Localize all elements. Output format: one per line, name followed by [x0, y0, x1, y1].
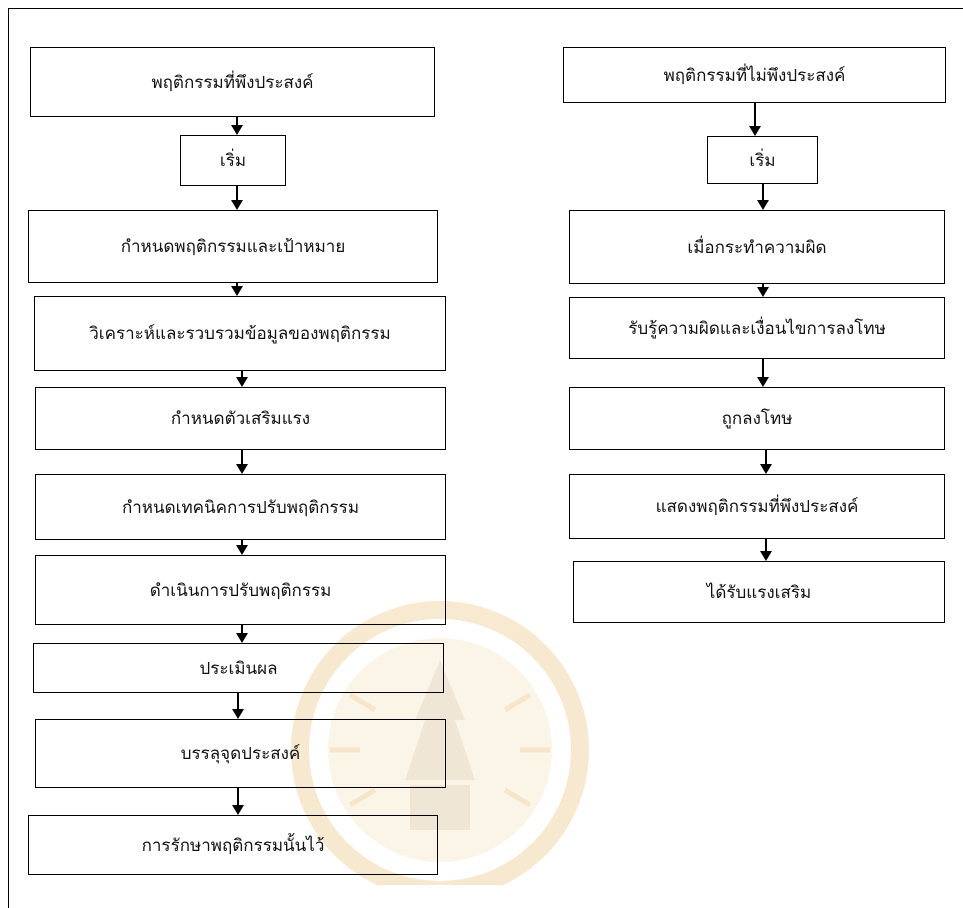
left-step-evaluation: ประเมินผล [33, 643, 444, 693]
flow-arrow [760, 450, 772, 474]
flow-arrow [236, 540, 248, 555]
right-step-show-desired-behavior: แสดงพฤติกรรมที่พึงประสงค์ [569, 474, 945, 539]
step-label: ถูกลงโทษ [721, 409, 793, 429]
left-step-maintain-behavior: การรักษาพฤติกรรมนั้นไว้ [28, 815, 438, 875]
step-label: รับรู้ความผิดและเงื่อนไขการลงโทษ [628, 318, 886, 339]
flow-arrow [236, 450, 248, 474]
flow-arrow [757, 284, 769, 297]
flow-arrow [760, 539, 772, 561]
step-label: พฤติกรรมที่พึงประสงค์ [151, 72, 314, 93]
flow-arrow [757, 184, 769, 210]
flow-arrow [231, 117, 243, 135]
step-label: แสดงพฤติกรรมที่พึงประสงค์ [655, 497, 859, 517]
flow-arrow [757, 359, 769, 387]
left-step-define-technique: กำหนดเทคนิคการปรับพฤติกรรม [35, 474, 446, 540]
step-label: เริ่ม [219, 151, 247, 171]
step-label: กำหนดตัวเสริมแรง [170, 409, 311, 429]
right-step-start: เริ่ม [707, 136, 818, 184]
step-label: เริ่ม [749, 150, 776, 171]
left-step-define-behavior-goal: กำหนดพฤติกรรมและเป้าหมาย [28, 210, 438, 283]
step-label: เมื่อกระทำความผิด [687, 237, 827, 258]
flow-arrow [236, 371, 248, 387]
flow-arrow [232, 693, 244, 719]
right-step-punished: ถูกลงโทษ [569, 387, 945, 450]
right-step-receive-reinforcement: ได้รับแรงเสริม [573, 561, 945, 623]
flow-arrow [231, 186, 243, 210]
left-step-analyze-collect-data: วิเคราะห์และรวบรวมข้อมูลของพฤติกรรม [34, 296, 446, 371]
step-label: พฤติกรรมที่ไม่พึงประสงค์ [663, 65, 846, 86]
right-step-recognize-punishment-conditions: รับรู้ความผิดและเงื่อนไขการลงโทษ [569, 297, 945, 359]
right-step-undesired-behavior: พฤติกรรมที่ไม่พึงประสงค์ [563, 47, 946, 103]
flow-arrow [749, 103, 761, 136]
step-label: วิเคราะห์และรวบรวมข้อมูลของพฤติกรรม [89, 324, 391, 344]
flow-arrow [231, 283, 243, 296]
step-label: บรรลุจุดประสงค์ [180, 744, 301, 764]
step-label: ประเมินผล [199, 658, 278, 679]
seal-watermark [291, 601, 589, 885]
step-label: กำหนดพฤติกรรมและเป้าหมาย [120, 237, 346, 257]
left-step-start: เริ่ม [180, 135, 286, 186]
left-step-define-reinforcer: กำหนดตัวเสริมแรง [35, 387, 446, 450]
page-frame [8, 8, 963, 908]
step-label: กำหนดเทคนิคการปรับพฤติกรรม [121, 497, 360, 518]
flow-arrows [231, 103, 772, 815]
left-step-achieve-objective: บรรลุจุดประสงค์ [35, 719, 446, 788]
flow-arrow [232, 788, 244, 815]
step-label: ได้รับแรงเสริม [706, 582, 812, 603]
left-step-desired-behavior: พฤติกรรมที่พึงประสงค์ [30, 47, 435, 117]
step-label: ดำเนินการปรับพฤติกรรม [149, 580, 332, 601]
right-step-commit-wrongdoing: เมื่อกระทำความผิด [569, 210, 945, 284]
flow-arrow [236, 625, 248, 643]
step-label: การรักษาพฤติกรรมนั้นไว้ [141, 835, 325, 856]
left-step-carry-out-modification: ดำเนินการปรับพฤติกรรม [35, 555, 446, 625]
